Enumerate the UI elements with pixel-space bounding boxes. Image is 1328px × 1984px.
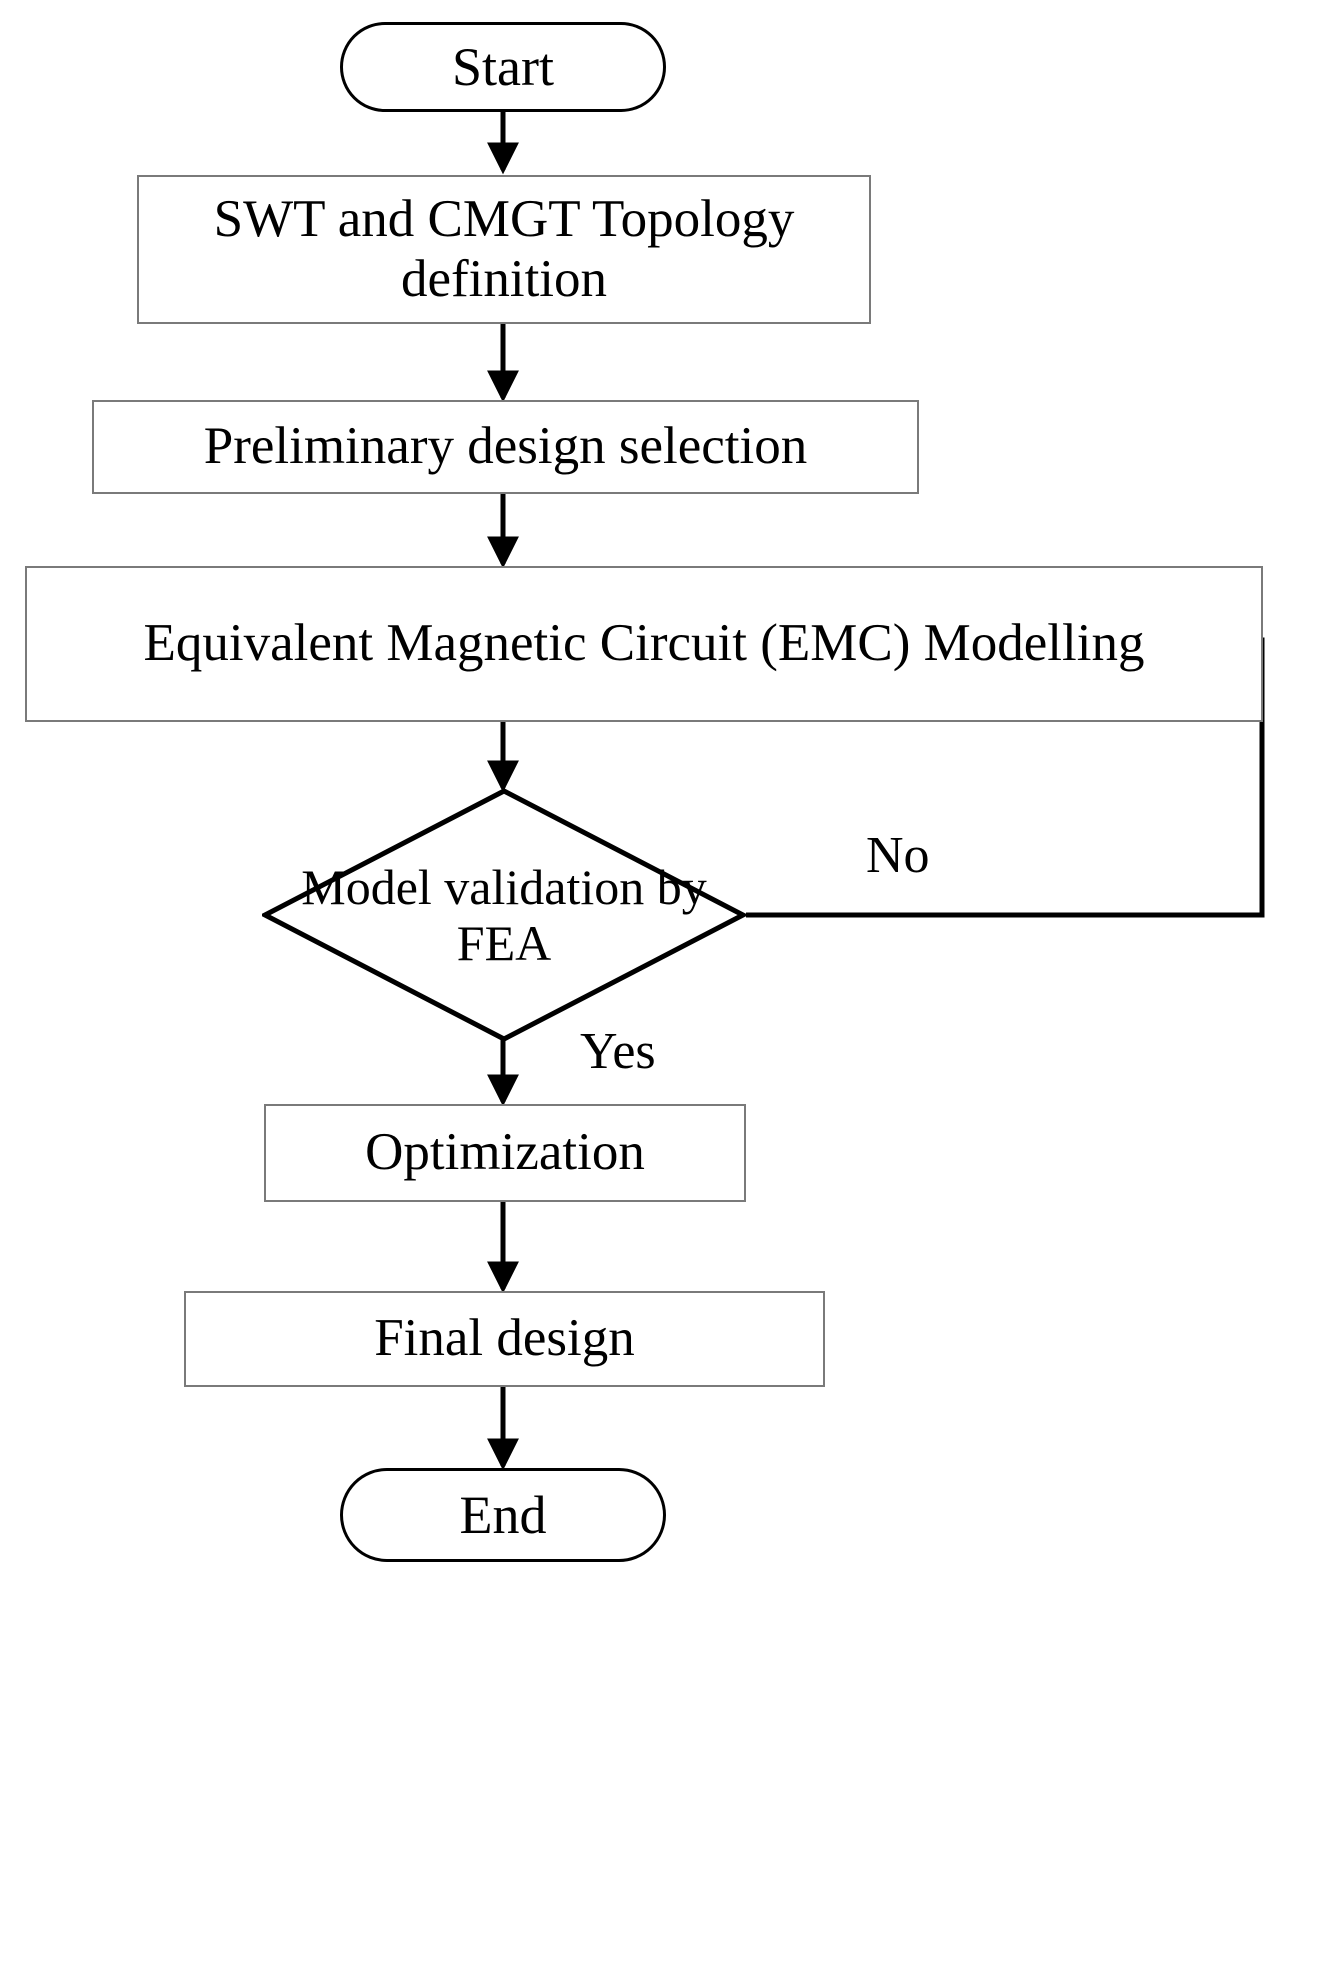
node-topology-definition[interactable]: SWT and CMGT Topology definition	[137, 175, 871, 324]
node-topology-definition-label: SWT and CMGT Topology definition	[213, 190, 795, 308]
node-optimization-label: Optimization	[365, 1123, 645, 1182]
node-optimization[interactable]: Optimization	[264, 1104, 746, 1202]
edge-label-no: No	[866, 827, 930, 884]
node-final-design-label: Final design	[374, 1309, 635, 1368]
node-preliminary-design-selection-label: Preliminary design selection	[203, 417, 808, 476]
decision-diamond-shape	[262, 788, 746, 1042]
node-end[interactable]: End	[340, 1468, 666, 1562]
edge-label-yes: Yes	[580, 1023, 656, 1080]
node-final-design[interactable]: Final design	[184, 1291, 825, 1387]
node-start[interactable]: Start	[340, 22, 666, 112]
node-model-validation-decision[interactable]: Model validation by FEA	[262, 788, 746, 1042]
node-model-validation-decision-label: Model validation by FEA	[301, 859, 707, 971]
node-end-label: End	[459, 1484, 547, 1545]
node-preliminary-design-selection[interactable]: Preliminary design selection	[92, 400, 919, 494]
node-emc-modelling-label: Equivalent Magnetic Circuit (EMC) Modell…	[143, 614, 1145, 673]
node-start-label: Start	[452, 36, 554, 97]
node-emc-modelling[interactable]: Equivalent Magnetic Circuit (EMC) Modell…	[25, 566, 1263, 722]
